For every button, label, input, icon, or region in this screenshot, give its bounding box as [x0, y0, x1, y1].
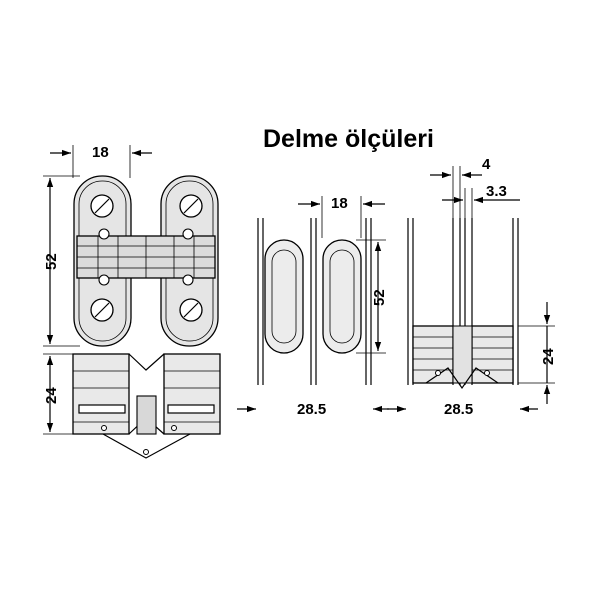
dimension-hinge-depth: 24	[43, 387, 60, 404]
drill-slot-right	[322, 239, 362, 354]
dimension-hinge-width: 18	[92, 144, 109, 161]
installed-section-view: 4 3.3 24 28.5	[387, 156, 557, 418]
dimension-section-gap: 4	[482, 156, 491, 173]
dimension-slot-height: 52	[371, 289, 388, 306]
drilling-slots-view: 18 52 28.5	[237, 195, 389, 418]
section-left-block	[412, 325, 454, 384]
screw-icon	[90, 194, 114, 218]
hinge-side-left-block	[72, 353, 130, 435]
section-right-block	[471, 325, 514, 384]
screw-icon	[179, 194, 203, 218]
hinge-side-right-block	[163, 353, 221, 435]
drill-slot-left	[264, 239, 304, 354]
hinge-front-view: 18 52	[43, 144, 219, 347]
dimension-slot-spacing: 28.5	[297, 401, 326, 418]
dimension-hinge-height: 52	[43, 253, 60, 270]
dimension-section-depth: 24	[540, 348, 557, 365]
hinge-side-view: 24	[43, 353, 221, 459]
screw-icon	[90, 298, 114, 322]
screw-icon	[179, 298, 203, 322]
dimension-section-offset: 3.3	[486, 183, 507, 200]
dimension-slot-width: 18	[331, 195, 348, 212]
dimension-section-spacing: 28.5	[444, 401, 473, 418]
drawing-title: Delme ölçüleri	[263, 125, 434, 153]
